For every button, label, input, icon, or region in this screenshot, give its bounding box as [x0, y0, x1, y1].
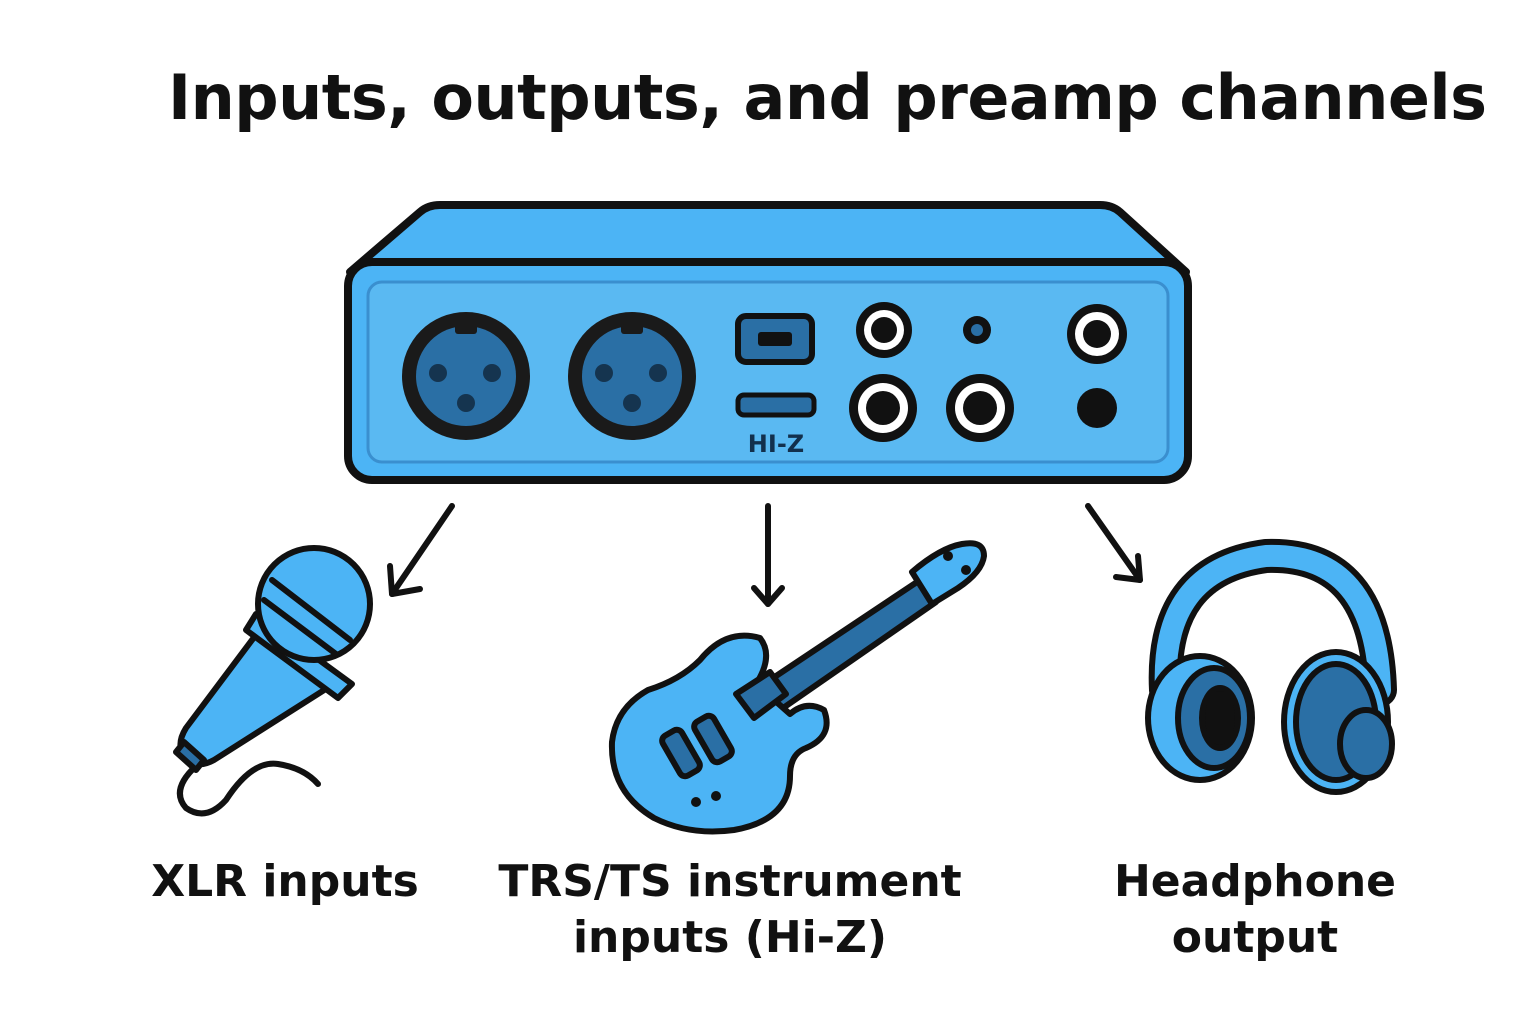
instrument-jack-1 [849, 374, 917, 442]
xlr-input-2 [568, 312, 696, 440]
microphone-icon [173, 545, 373, 817]
instrument-jack-2 [946, 374, 1014, 442]
electric-guitar-icon [608, 540, 987, 835]
caption-headphone-line-2: output [1171, 912, 1339, 963]
caption-instrument-line-2: inputs (Hi-Z) [572, 912, 888, 963]
arrow-to-microphone [387, 503, 455, 597]
caption-headphone-output: Headphone output [1090, 854, 1420, 966]
usb-port-icon [735, 313, 815, 365]
arrow-to-headphones [1085, 503, 1143, 583]
caption-xlr-inputs: XLR inputs [130, 854, 440, 910]
headphone-jack [1067, 304, 1127, 364]
page-title: Inputs, outputs, and preamp channels [168, 61, 1487, 134]
caption-instrument-inputs: TRS/TS instrument inputs (Hi-Z) [470, 854, 990, 966]
xlr-input-1 [402, 312, 530, 440]
panel-label-hi-z: HI-Z [748, 430, 804, 458]
power-button [1077, 388, 1117, 428]
caption-xlr-line: XLR inputs [151, 856, 419, 907]
hi-z-switch [735, 392, 817, 418]
output-jack-1 [856, 302, 912, 358]
audio-interface-icon: HI-Z [344, 201, 1192, 484]
caption-instrument-line-1: TRS/TS instrument [498, 856, 962, 907]
caption-headphone-line-1: Headphone [1113, 856, 1397, 907]
arrow-to-guitar [751, 503, 785, 607]
headphones-icon [1145, 538, 1397, 795]
